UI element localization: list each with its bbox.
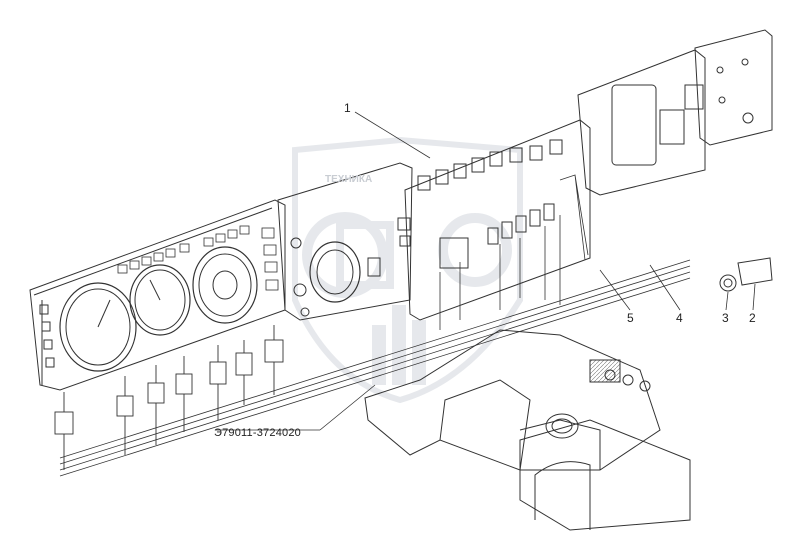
wiring-harness: [59, 174, 691, 477]
watermark-caption: ТЕХНИКА: [325, 174, 373, 185]
warning-lamp-strip: [117, 225, 250, 274]
leader-lines: [215, 111, 756, 431]
callout-2: 2: [749, 311, 756, 325]
watermark-logo: [292, 136, 523, 404]
electronic-control-unit: [577, 49, 706, 196]
multi-gauge: [192, 246, 258, 324]
label-plate: [737, 257, 773, 286]
console-housing: [364, 329, 691, 531]
switch-column: [261, 227, 279, 291]
callout-4: 4: [676, 311, 683, 325]
lamp-bulb: [719, 274, 737, 292]
part-number-label: Э79011-3724020: [214, 427, 301, 439]
tachometer-gauge: [129, 264, 191, 336]
callout-1: 1: [344, 101, 351, 115]
auxiliary-panel: [277, 162, 413, 321]
wire-connectors: [54, 325, 284, 470]
callout-5: 5: [627, 311, 634, 325]
speedometer-gauge: [59, 282, 137, 372]
mounting-bracket-plate: [694, 29, 773, 146]
instrument-panel: [29, 199, 286, 391]
callout-3: 3: [722, 311, 729, 325]
